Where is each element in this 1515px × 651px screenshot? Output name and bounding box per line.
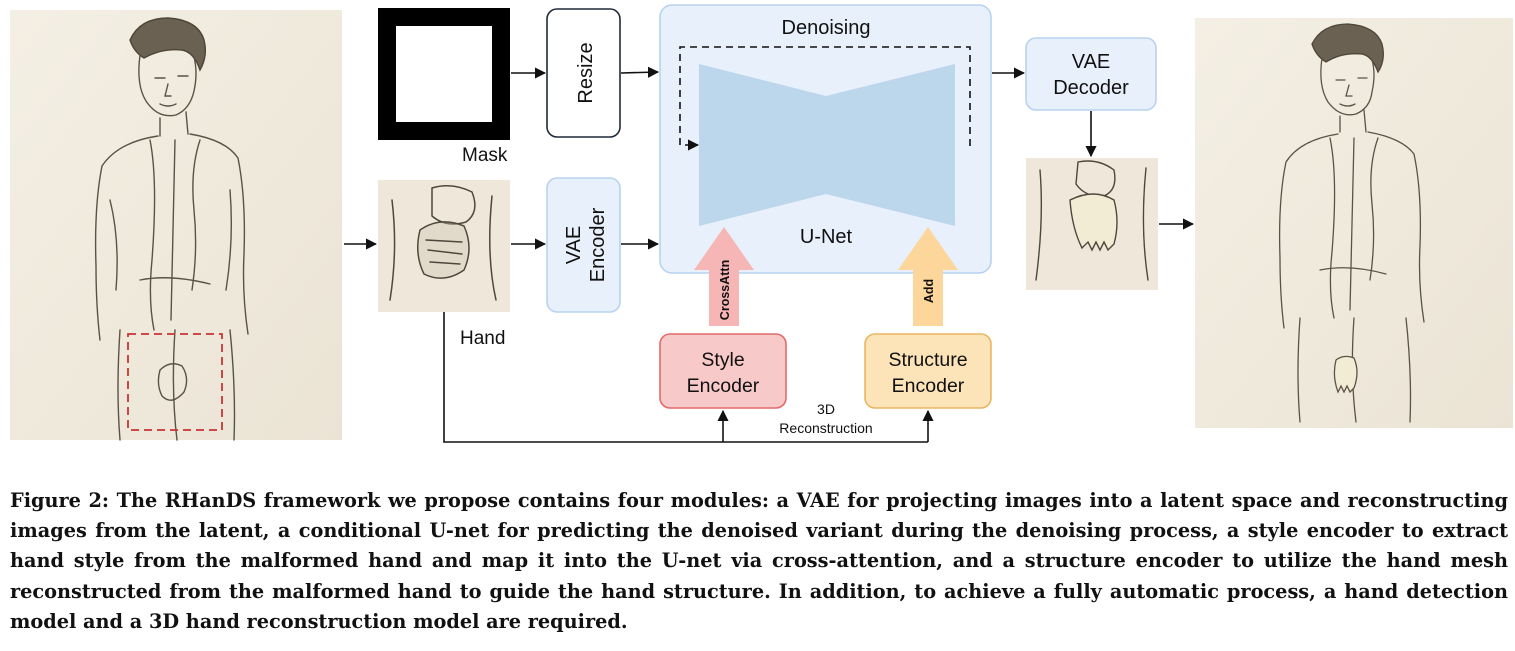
vae-encoder-label-line2: Encoder [587, 207, 609, 282]
structure-encoder-box [864, 333, 992, 409]
resize-label: Resize [575, 42, 597, 103]
hand-crop-box [127, 333, 223, 431]
structure-encoder-label-line2: Encoder [892, 375, 965, 397]
vae-encoder-label: VAE [563, 226, 585, 265]
mask-image [378, 8, 510, 140]
denoising-loop [679, 46, 971, 151]
add-label: Add [922, 279, 936, 303]
resize-box [546, 8, 621, 138]
input-image [10, 10, 342, 441]
style-encoder-label-line2: Encoder [687, 375, 760, 397]
caption-prefix: Figure 2: [10, 489, 110, 512]
vae-decoder-label-line2: Decoder [1053, 77, 1129, 99]
hand-label: Hand [460, 328, 505, 349]
framework-diagram: Mask Hand Resize VAE Encoder Denoising U… [10, 4, 1513, 443]
vae-encoder-label-2: Encoder [587, 207, 609, 282]
output-image [1195, 18, 1513, 428]
hand-feed-line [443, 312, 928, 443]
structure-encoder-label-line1: Structure [888, 349, 967, 371]
hand-image [378, 180, 510, 312]
style-encoder-label-line1: Style [701, 349, 744, 371]
mask-label: Mask [462, 145, 508, 166]
vae-decoder-box [1025, 37, 1157, 111]
denoising-label: Denoising [782, 17, 871, 39]
crossattn-arrow [694, 227, 754, 326]
output-hand-image [1026, 158, 1158, 290]
vae-encoder-box [546, 177, 621, 313]
crossattn-label: CrossAttn [718, 260, 732, 320]
unet-shape [699, 64, 955, 226]
caption-text: The RHanDS framework we propose contains… [10, 489, 1508, 633]
unet-label: U-Net [800, 226, 853, 248]
vae-encoder-label-line1: VAE [563, 226, 585, 265]
reconstruction-label-line1: 3D [817, 401, 835, 417]
arrow-resize-to-denoising [620, 66, 660, 78]
style-encoder-box [659, 333, 787, 409]
reconstruction-label-line2: Reconstruction [779, 420, 872, 436]
figure-caption: Figure 2: The RHanDS framework we propos… [10, 486, 1508, 637]
add-arrow [898, 227, 958, 326]
vae-decoder-label-line1: VAE [1072, 51, 1111, 73]
